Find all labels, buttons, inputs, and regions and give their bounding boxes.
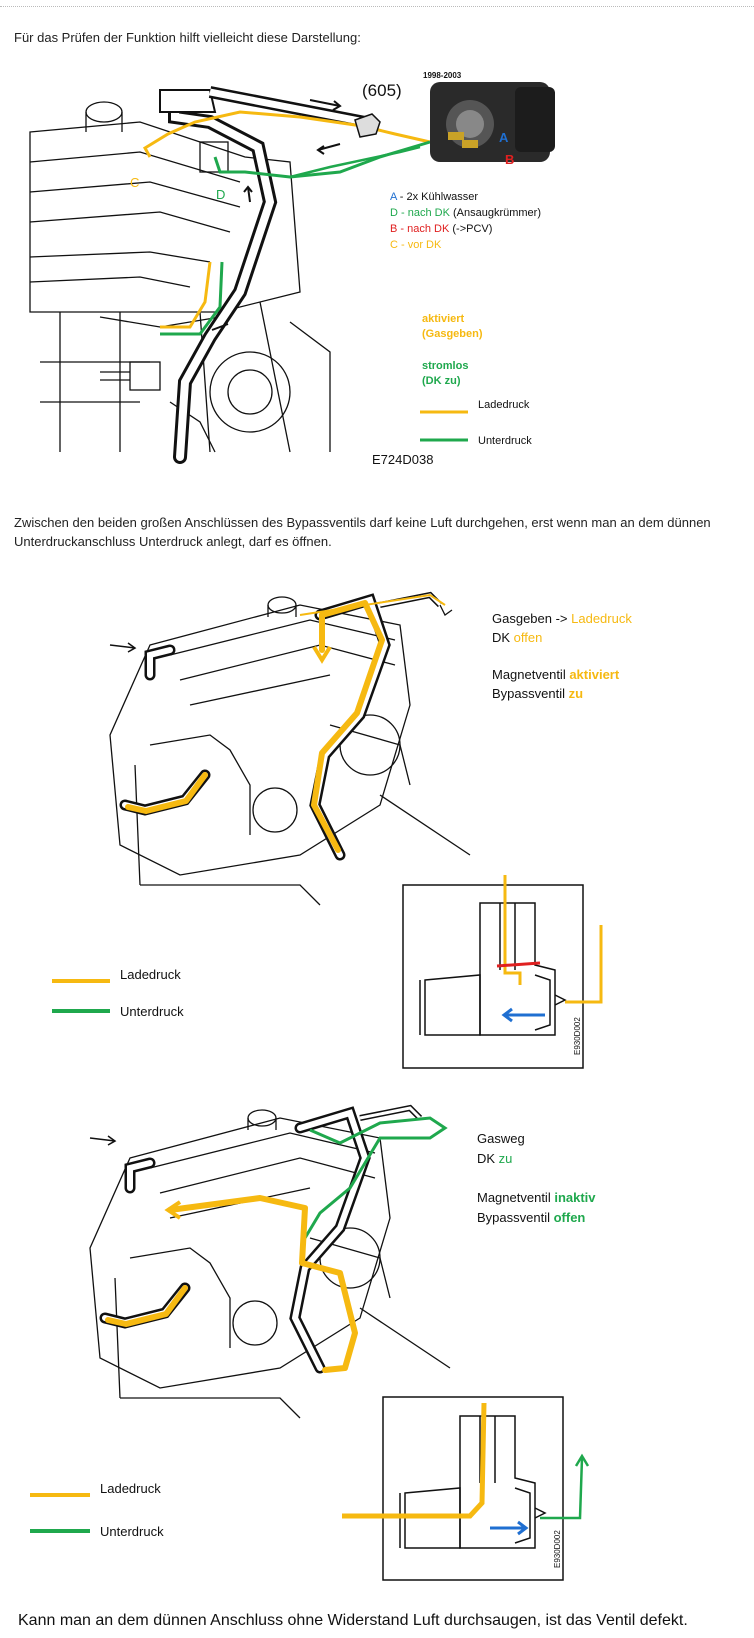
figure-valve-open: Gasweg DK zu Magnetventil inaktiv Bypass… — [0, 1098, 754, 1598]
valve-605 — [354, 113, 381, 138]
state-off-2: (DK zu) — [422, 375, 461, 387]
engine-sketch-2 — [109, 596, 471, 906]
marker-d: D — [216, 187, 225, 202]
inset-code: E930D002 — [573, 1017, 582, 1055]
throttle-body-image — [430, 82, 555, 162]
legend-c: C - vor DK — [390, 239, 442, 251]
marker-a: A — [499, 130, 509, 145]
state-active-2: (Gasgeben) — [422, 328, 483, 340]
state3-line3: Magnetventil inaktiv — [477, 1190, 596, 1205]
legend-d: D - nach DK (Ansaugkrümmer) — [390, 207, 541, 219]
legend2-boost-label: Ladedruck — [120, 967, 181, 982]
part-number: (605) — [362, 81, 402, 100]
middle-text: Zwischen den beiden großen Anschlüssen d… — [14, 515, 711, 549]
boost-flow-3 — [105, 1195, 358, 1373]
boost-flow — [125, 600, 385, 853]
boost-line — [142, 110, 363, 158]
legend3-boost-label: Ladedruck — [100, 1481, 161, 1496]
state3-line2: DK zu — [477, 1151, 512, 1166]
bypass-valve-inset-open: E930D002 — [342, 1396, 590, 1581]
engine-sketch — [29, 101, 331, 453]
legend-b: B - nach DK (->PCV) — [390, 223, 492, 235]
engine-overview-diagram: (605) 1998-2003 A B C D A - 2x Kühlwasse… — [29, 71, 555, 467]
bypass-valve-inset: E930D002 — [402, 875, 603, 1069]
flow-arrows — [211, 99, 342, 331]
legend-boost-label: Ladedruck — [478, 399, 530, 411]
figure-engine-overview: (605) 1998-2003 A B C D A - 2x Kühlwasse… — [0, 62, 754, 472]
closing-text: Kann man an dem dünnen Anschluss ohne Wi… — [18, 1612, 688, 1629]
legend-vacuum-label: Unterdruck — [478, 435, 532, 447]
state-active-1: aktiviert — [422, 313, 465, 325]
marker-b: B — [505, 152, 514, 167]
state-off-1: stromlos — [422, 360, 468, 372]
top-divider — [0, 6, 754, 7]
marker-c: C — [130, 175, 139, 190]
year-range: 1998-2003 — [423, 71, 462, 80]
state3-line1: Gasweg — [477, 1131, 525, 1146]
state-line3: Magnetventil aktiviert — [492, 667, 620, 682]
legend2-vacuum-label: Unterdruck — [120, 1004, 184, 1019]
figure-code: E724D038 — [372, 452, 433, 467]
state3-line4: Bypassventil offen — [477, 1210, 585, 1225]
legend3-vacuum-label: Unterdruck — [100, 1524, 164, 1539]
valve-open-diagram: Gasweg DK zu Magnetventil inaktiv Bypass… — [30, 1104, 596, 1581]
engine-sketch-3 — [89, 1109, 451, 1419]
valve-closed-diagram: Gasgeben -> Ladedruck DK offen Magnetven… — [52, 591, 632, 1069]
state-line1: Gasgeben -> Ladedruck — [492, 611, 632, 626]
inset-code-3: E930D002 — [553, 1530, 562, 1568]
vacuum-flow — [303, 1116, 448, 1239]
figure-valve-closed: Gasgeben -> Ladedruck DK offen Magnetven… — [0, 585, 754, 1075]
legend-a: A - 2x Kühlwasser — [390, 191, 478, 203]
state-line4: Bypassventil zu — [492, 686, 583, 701]
state-line2: DK offen — [492, 630, 542, 645]
intro-text: Für das Prüfen der Funktion hilft vielle… — [14, 30, 361, 45]
